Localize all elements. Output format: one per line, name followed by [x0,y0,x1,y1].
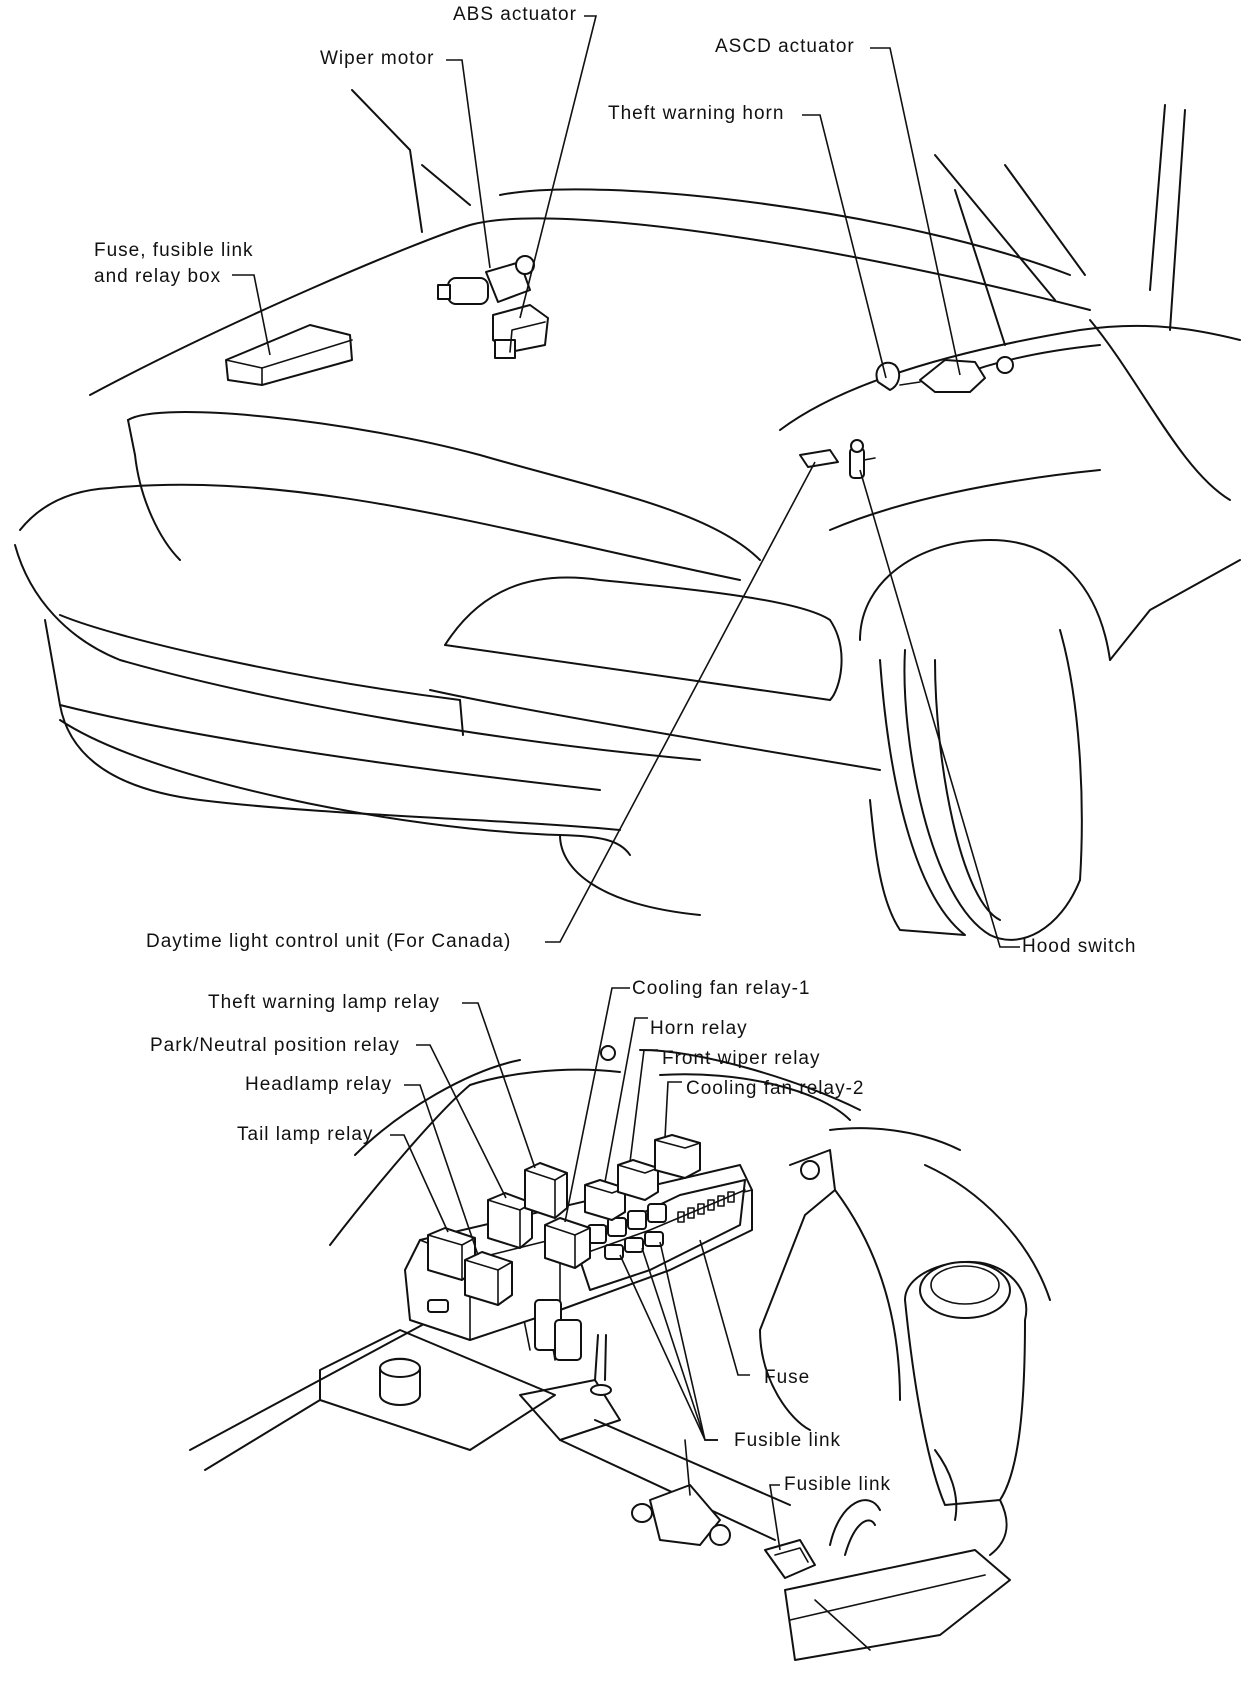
relay-headlamp [464,1251,513,1306]
label-wiper-motor: Wiper motor [320,48,435,69]
label-theft-warning-lamp-relay: Theft warning lamp relay [208,992,441,1013]
label-ascd-actuator: ASCD actuator [715,36,855,57]
label-abs-actuator: ABS actuator [453,4,577,25]
relay-park-neutral [487,1192,533,1249]
label-fusible-link-upper: Fusible link [734,1430,842,1451]
fuse-relay-box-part [225,324,353,386]
bottom-leader-lines [390,987,781,1551]
label-cooling-fan-relay-1: Cooling fan relay-1 [632,978,811,999]
theft-warning-horn-part [875,361,901,391]
label-daytime-light-unit: Daytime light control unit (For Canada) [146,931,512,952]
top-leader-lines [232,15,1020,948]
label-fuse-box-line2: and relay box [94,266,222,287]
daytime-light-unit-part [799,449,839,468]
label-fuse: Fuse [764,1367,811,1388]
label-horn-relay: Horn relay [650,1018,748,1039]
relay-front-wiper [617,1159,659,1201]
label-front-wiper-relay: Front wiper relay [662,1048,821,1069]
ascd-actuator-part [899,356,1014,393]
label-fusible-link-lower: Fusible link [784,1474,892,1495]
label-park-neutral-relay: Park/Neutral position relay [150,1035,400,1056]
fuse-row [677,1191,735,1223]
label-cooling-fan-relay-2: Cooling fan relay-2 [686,1078,865,1099]
label-headlamp-relay: Headlamp relay [245,1074,393,1095]
relay-cooling-fan-1 [544,1217,591,1269]
relay-box-assembly [404,1045,753,1361]
label-theft-warning-horn: Theft warning horn [608,103,785,124]
hood-switch-part [849,439,876,479]
car-front-illustration [14,89,1241,941]
relay-theft-warning-lamp [524,1162,568,1219]
fusible-link-blocks [587,1203,667,1260]
label-hood-switch: Hood switch [1022,936,1137,957]
label-fuse-box-line1: Fuse, fusible link [94,240,254,261]
wiper-motor-part [437,255,535,305]
engine-bay-illustration [189,1049,1051,1661]
relay-cooling-fan-2 [654,1134,701,1179]
label-tail-lamp-relay: Tail lamp relay [237,1124,374,1145]
abs-actuator-part [492,304,549,359]
